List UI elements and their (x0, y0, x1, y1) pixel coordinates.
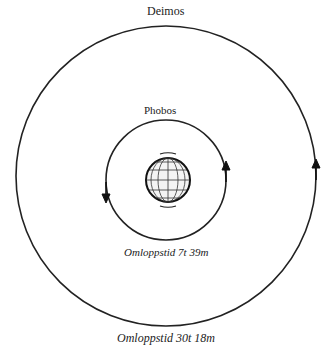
deimos-orbit (16, 26, 316, 326)
orbit-period: Omloppstid 30t 18m (115, 332, 217, 346)
moon-name: Phobos (142, 104, 178, 117)
moon-name: Deimos (145, 5, 186, 19)
direction-arrows (102, 159, 320, 203)
mars-globe (146, 153, 190, 207)
phobos-orbit (106, 120, 226, 240)
orbit-period: Omloppstid 7t 39m (122, 246, 210, 259)
